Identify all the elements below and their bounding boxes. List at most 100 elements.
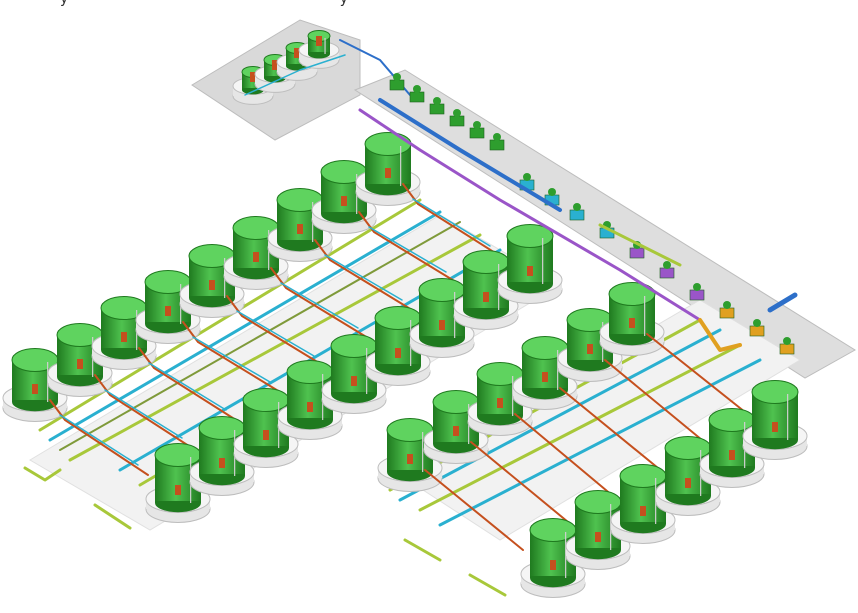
pump-motor xyxy=(548,188,556,196)
tank-nozzle xyxy=(497,398,503,408)
pump-room-tank xyxy=(298,30,340,69)
filter-tank xyxy=(565,490,631,570)
tank-nozzle xyxy=(640,506,646,516)
lateral-pipe-cyan xyxy=(148,362,227,411)
pump-skid xyxy=(659,267,675,279)
filter-tank xyxy=(409,278,475,358)
lateral-pipe xyxy=(358,211,457,283)
tank-nozzle xyxy=(729,450,735,460)
header-pipe-lime-2 xyxy=(68,233,482,462)
tank-dome xyxy=(330,334,378,358)
lateral-pipe-cyan xyxy=(192,336,271,383)
outlet-stub xyxy=(468,573,507,597)
pump-skid xyxy=(409,91,425,103)
lateral-pipe-cyan xyxy=(59,414,139,466)
tank-nozzle xyxy=(550,560,556,570)
tank-nozzle xyxy=(385,168,391,178)
tank-dome xyxy=(374,306,422,330)
lateral-pipe-cyan xyxy=(368,226,447,273)
outlet-stub xyxy=(403,538,442,562)
filter-tank xyxy=(467,362,533,436)
tank-nozzle xyxy=(121,332,127,342)
pump-motor xyxy=(523,173,531,181)
filter-tank xyxy=(655,436,721,516)
pump-skid xyxy=(469,127,485,139)
tank-dome xyxy=(574,490,622,514)
pump-motor xyxy=(663,261,671,269)
pump-motor xyxy=(573,203,581,211)
tank-dome xyxy=(418,278,466,302)
filter-tank xyxy=(699,408,765,488)
tank-nozzle xyxy=(294,48,300,58)
header-pipe-olive xyxy=(59,221,461,451)
pump-motor xyxy=(473,121,481,129)
deck-lime-pipe xyxy=(598,223,682,267)
tank-dome xyxy=(364,132,412,156)
lateral-pipe xyxy=(226,295,325,367)
lateral-pipe xyxy=(49,399,149,476)
lateral-pipe xyxy=(94,374,193,449)
header-pipe-cyan-lower xyxy=(398,328,722,502)
pump-skid xyxy=(389,79,405,91)
lateral-pipe xyxy=(470,441,569,523)
pump-room-pipe xyxy=(244,54,346,96)
filter-tank xyxy=(145,443,211,523)
filter-tank xyxy=(520,518,586,598)
filter-tank xyxy=(599,282,665,356)
tank-nozzle xyxy=(209,280,215,290)
filter-tank xyxy=(223,216,289,290)
filter-tank xyxy=(742,380,808,460)
tank-nozzle xyxy=(253,252,259,262)
pump-motor xyxy=(783,337,791,345)
pump-skid xyxy=(749,325,765,337)
tank-nozzle xyxy=(297,224,303,234)
pump-motor xyxy=(493,133,501,141)
filter-tank xyxy=(497,224,563,304)
tank-nozzle xyxy=(685,478,691,488)
tank-nozzle xyxy=(219,458,225,468)
pump-skid xyxy=(489,139,505,151)
lateral-pipe-cyan xyxy=(280,282,359,329)
lateral-pipe xyxy=(514,413,614,497)
pump-motor xyxy=(393,73,401,81)
tank-nozzle xyxy=(629,318,635,328)
tank-dome xyxy=(154,443,202,467)
pump-motor xyxy=(753,319,761,327)
tank-nozzle xyxy=(439,320,445,330)
lateral-pipe xyxy=(604,359,703,441)
pump-skid xyxy=(719,307,735,319)
tank-nozzle xyxy=(263,430,269,440)
header-pipe-cyan xyxy=(48,210,442,442)
pump-skid xyxy=(779,343,795,355)
tank-nozzle xyxy=(542,372,548,382)
pump-motor xyxy=(723,301,731,309)
lateral-pipe xyxy=(270,267,369,339)
tank-nozzle xyxy=(407,454,413,464)
pump-motor xyxy=(413,85,421,93)
tank-dome xyxy=(506,224,554,248)
tank-dome xyxy=(619,464,667,488)
main-blue-pipe xyxy=(378,98,562,212)
tank-dome xyxy=(529,518,577,542)
tank-nozzle xyxy=(395,348,401,358)
tank-dome xyxy=(608,282,656,306)
filter-tank xyxy=(321,334,387,414)
header-pipe-cyan-lower-2 xyxy=(438,358,762,527)
tank-nozzle xyxy=(77,359,83,369)
pump-skid xyxy=(629,247,645,259)
lateral-pipe xyxy=(402,183,501,257)
filter-tank xyxy=(610,464,676,544)
filter-tank xyxy=(355,132,421,206)
tank-nozzle xyxy=(351,376,357,386)
lateral-pipe-cyan xyxy=(104,389,183,439)
header-pipe-lime-lower-2 xyxy=(418,343,742,512)
tank-dome xyxy=(664,436,712,460)
lateral-pipe-cyan xyxy=(324,254,403,301)
tank-nozzle xyxy=(175,485,181,495)
lateral-pipe xyxy=(559,387,659,469)
pump-motor xyxy=(453,109,461,117)
tank-nozzle xyxy=(32,384,38,394)
pump-skid xyxy=(689,289,705,301)
pump-skid xyxy=(429,103,445,115)
